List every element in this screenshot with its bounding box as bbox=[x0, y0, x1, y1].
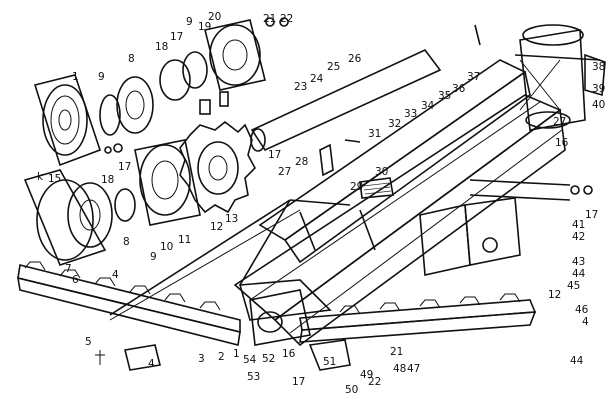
part-label-l36: 36 bbox=[452, 83, 466, 95]
part-label-l42: 42 bbox=[572, 231, 585, 243]
part-label-l38: 38 bbox=[592, 61, 605, 73]
part-label-l31: 31 bbox=[368, 128, 381, 140]
part-label-l27b: 27 bbox=[553, 116, 566, 128]
bearing-housing-upper-left bbox=[33, 74, 154, 167]
part-label-l4a: 4 bbox=[112, 269, 119, 281]
part-label-l32: 32 bbox=[388, 118, 401, 130]
part-label-l17b: 17 bbox=[118, 161, 131, 173]
part-label-l22b: 22 bbox=[368, 376, 381, 388]
small-fasteners bbox=[104, 17, 593, 195]
lower-frame bbox=[238, 199, 376, 346]
part-label-l50: 50 bbox=[345, 384, 358, 396]
part-label-l49: 49 bbox=[360, 369, 373, 381]
part-label-l8b: 8 bbox=[123, 236, 130, 248]
part-label-l9c: 9 bbox=[186, 16, 193, 28]
part-label-l27a: 27 bbox=[278, 166, 291, 178]
part-label-l17d: 17 bbox=[585, 209, 598, 221]
part-label-l40: 40 bbox=[592, 99, 605, 111]
part-label-l21b: 21 bbox=[390, 346, 403, 358]
part-label-l21a: 21 bbox=[263, 13, 276, 25]
tie-rods bbox=[109, 179, 571, 321]
part-label-l47: 47 bbox=[407, 363, 420, 375]
diagonal-support-beam bbox=[258, 59, 531, 264]
bearing-housing-middle bbox=[134, 139, 201, 226]
part-label-l41: 41 bbox=[572, 219, 585, 231]
part-label-l30: 30 bbox=[375, 166, 388, 178]
part-label-l18b: 18 bbox=[101, 174, 114, 186]
part-label-l22a: 22 bbox=[280, 13, 293, 25]
part-label-l34: 34 bbox=[421, 100, 435, 112]
part-label-l18a: 18 bbox=[155, 41, 168, 53]
drive-shaft-tube bbox=[250, 49, 442, 152]
main-frame-beam bbox=[233, 94, 566, 347]
part-label-l35: 35 bbox=[438, 90, 451, 102]
part-label-l53: 53 bbox=[247, 371, 260, 383]
part-label-l11: 11 bbox=[178, 234, 191, 246]
part-label-l37: 37 bbox=[467, 71, 480, 83]
part-label-l8a: 8 bbox=[128, 53, 135, 65]
gearbox-tower bbox=[514, 24, 606, 131]
part-label-l25: 25 bbox=[327, 61, 340, 73]
sprocket bbox=[179, 120, 256, 214]
part-label-l15: 15 bbox=[48, 173, 61, 185]
part-label-l17a: 17 bbox=[170, 31, 183, 43]
part-label-l4c: 4 bbox=[582, 316, 589, 328]
part-label-l23: 23 bbox=[294, 81, 307, 93]
part-label-l44b: 44 bbox=[570, 355, 584, 367]
part-label-l10: 10 bbox=[160, 241, 173, 253]
part-label-l48: 48 bbox=[393, 363, 406, 375]
part-label-l44a: 44 bbox=[572, 268, 586, 280]
part-label-l16a: 16 bbox=[555, 137, 569, 149]
part-label-l26: 26 bbox=[348, 53, 362, 65]
part-label-l29: 29 bbox=[350, 181, 363, 193]
part-label-l12b: 12 bbox=[548, 289, 561, 301]
part-label-l28: 28 bbox=[295, 156, 308, 168]
part-label-l7: 7 bbox=[65, 263, 72, 275]
part-label-l17c: 17 bbox=[268, 149, 281, 161]
part-label-l51: 51 bbox=[323, 356, 336, 368]
part-label-l13: 13 bbox=[225, 213, 238, 225]
part-label-l43: 43 bbox=[572, 256, 585, 268]
part-label-l33: 33 bbox=[404, 108, 417, 120]
part-label-l54: 54 bbox=[243, 354, 257, 366]
part-label-l6: 6 bbox=[72, 274, 79, 286]
part-label-l17e: 17 bbox=[292, 376, 305, 388]
bearing-housing-top bbox=[159, 19, 266, 115]
part-label-l19: 19 bbox=[198, 21, 211, 33]
part-label-l52: 52 bbox=[262, 353, 275, 365]
part-label-l1b: 1 bbox=[233, 348, 240, 360]
part-label-l46: 46 bbox=[575, 304, 589, 316]
chain-conveyor-right bbox=[299, 293, 537, 343]
part-label-l9b: 9 bbox=[150, 251, 157, 263]
chain-conveyor-left bbox=[17, 261, 241, 346]
part-label-l3: 3 bbox=[198, 353, 205, 365]
hatched-plate bbox=[359, 177, 394, 199]
bearing-housing-lower-left bbox=[23, 169, 136, 266]
part-label-l9a: 9 bbox=[98, 71, 105, 83]
part-label-l5: 5 bbox=[85, 336, 92, 348]
part-label-l2: 2 bbox=[218, 351, 225, 363]
part-label-l4b: 4 bbox=[148, 358, 155, 370]
part-label-l20: 20 bbox=[208, 11, 221, 23]
part-label-lk: k bbox=[37, 171, 44, 183]
lower-fasteners bbox=[95, 311, 351, 371]
part-label-l39: 39 bbox=[592, 83, 605, 95]
part-label-l12a: 12 bbox=[210, 221, 223, 233]
part-label-l45: 45 bbox=[567, 280, 580, 292]
part-label-l1: 1 bbox=[72, 71, 79, 83]
part-label-l24: 24 bbox=[310, 73, 324, 85]
part-label-l16b: 16 bbox=[282, 348, 296, 360]
part-number-labels: 1123444567889991011121213151616171717171… bbox=[37, 11, 605, 396]
support-bracket-right bbox=[419, 197, 521, 276]
